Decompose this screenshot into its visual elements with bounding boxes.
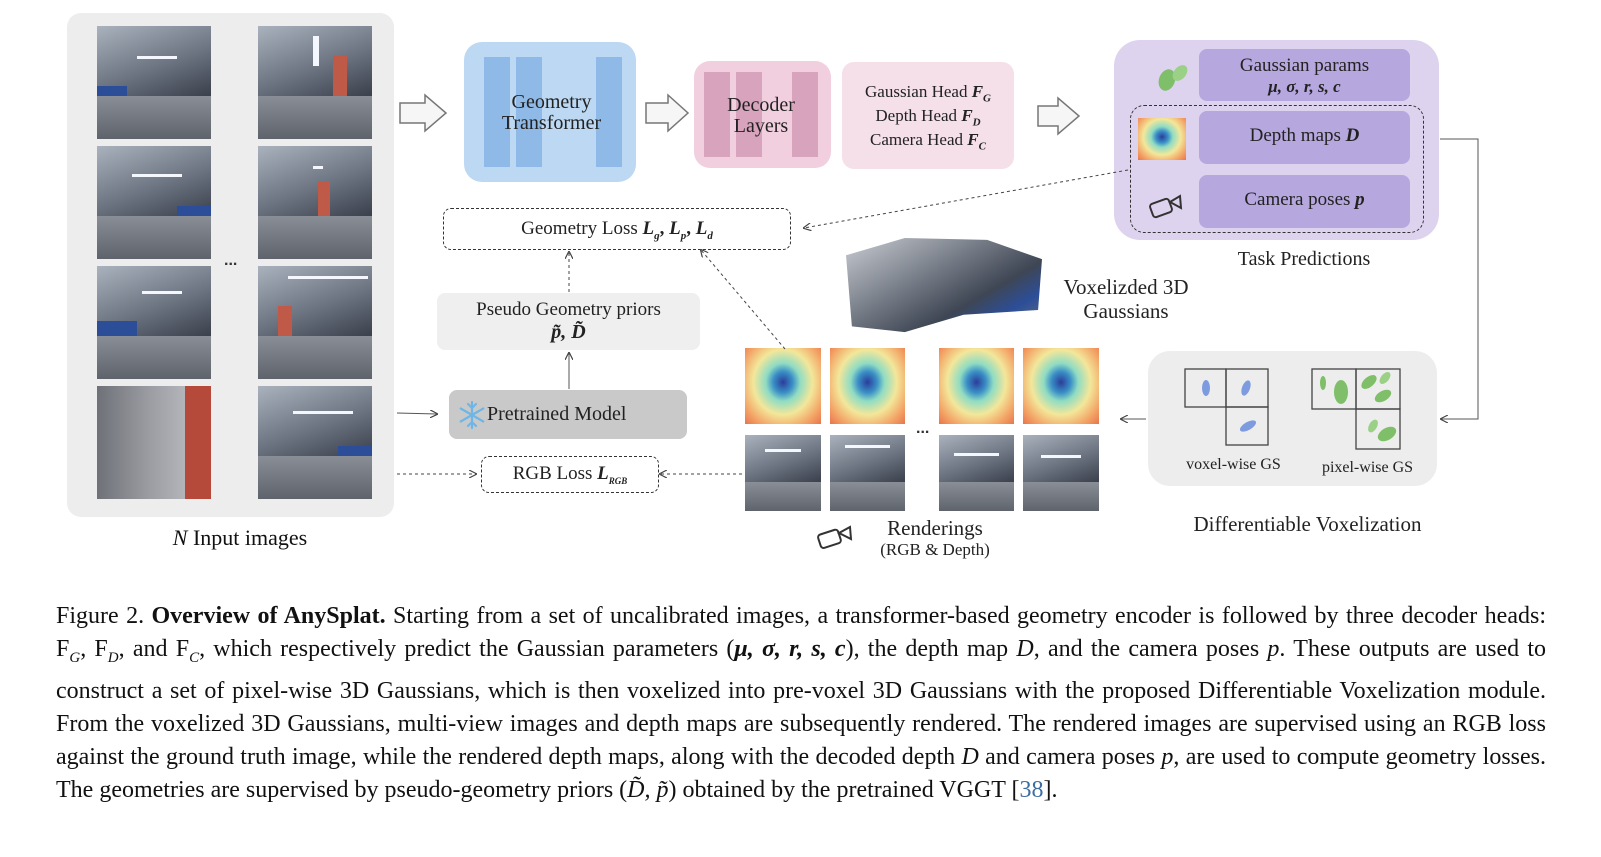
- task-dashed-group: [1130, 105, 1424, 233]
- gaussian-params-symbols: μ, σ, r, s, c: [1268, 77, 1341, 96]
- camera-icon: [1149, 194, 1183, 219]
- n-symbol: N: [172, 525, 188, 550]
- camera-poses-box: Camera poses p: [1199, 175, 1410, 228]
- rendered-depth: [939, 348, 1014, 424]
- input-image: [258, 266, 372, 379]
- input-image: [258, 26, 372, 139]
- differentiable-voxelization-label: Differentiable Voxelization: [1193, 512, 1422, 536]
- heads-box: Gaussian Head FG Depth Head FD Camera He…: [842, 62, 1014, 169]
- pseudo-geometry-priors-box: Pseudo Geometry priors p̃, D̃: [437, 293, 700, 350]
- rendered-depth: [1023, 348, 1099, 424]
- block-arrow: [399, 93, 448, 133]
- input-image: [97, 146, 211, 259]
- voxelized-gaussians-label: Voxelizded 3D Gaussians: [1063, 275, 1189, 323]
- geometry-transformer-label: Geometry Transformer: [501, 91, 602, 134]
- depth-head: Depth Head FD: [875, 106, 981, 129]
- figure-caption: Figure 2. Overview of AnySplat. Starting…: [56, 603, 1547, 803]
- rgb-loss-label: RGB Loss: [512, 463, 598, 484]
- citation-link[interactable]: 38: [1019, 776, 1044, 803]
- decoder-layers-label: Decoder Layers: [727, 94, 795, 137]
- ellipsis: ...: [224, 252, 238, 269]
- ellipsis: ...: [916, 420, 930, 437]
- camera-icon: [817, 525, 853, 549]
- input-image: [97, 26, 211, 139]
- task-predictions-label: Task Predictions: [1237, 248, 1371, 270]
- input-image: [258, 146, 372, 259]
- voxel-wise-label: voxel-wise GS: [1186, 456, 1281, 473]
- pixel-wise-grid: [1311, 368, 1401, 450]
- caption-title: Overview of AnySplat.: [151, 603, 386, 629]
- snowflake-icon: [459, 400, 485, 430]
- block-arrow: [645, 93, 690, 133]
- pseudo-geometry-priors-symbols: p̃, D̃: [551, 321, 586, 343]
- rendered-depth: [830, 348, 905, 424]
- pretrained-model-label: Pretrained Model: [487, 403, 627, 425]
- geometry-loss-box: Geometry Loss Lg, Lp, Ld: [443, 208, 791, 250]
- rendered-rgb: [939, 435, 1014, 511]
- geometry-transformer: Geometry Transformer: [464, 42, 636, 182]
- input-images-label: N Input images: [150, 525, 330, 551]
- pixel-wise-label: pixel-wise GS: [1321, 459, 1414, 476]
- renderings-label: Renderings: [887, 516, 983, 540]
- gaussian-params-label: Gaussian params: [1239, 55, 1370, 76]
- depth-maps-label: Depth maps: [1249, 125, 1346, 146]
- block-arrow: [1037, 96, 1081, 136]
- input-images-text: Input images: [187, 525, 308, 550]
- decoder-layers: Decoder Layers: [694, 61, 831, 168]
- geometry-loss-label: Geometry Loss: [521, 218, 643, 239]
- gaussian-params-box: Gaussian params μ, σ, r, s, c: [1199, 49, 1410, 101]
- caption-fig-number: Figure 2.: [56, 603, 152, 629]
- rgb-loss-box: RGB Loss LRGB: [481, 456, 659, 493]
- input-image: [97, 386, 211, 499]
- camera-poses-label: Camera poses: [1244, 189, 1356, 210]
- depth-maps-box: Depth maps D: [1199, 111, 1410, 164]
- input-image: [97, 266, 211, 379]
- rendered-rgb: [830, 435, 905, 511]
- voxel-wise-grid: [1184, 368, 1269, 446]
- pseudo-geometry-priors-label: Pseudo Geometry priors: [476, 299, 661, 320]
- connectors: [396, 93, 1479, 580]
- rendered-depth: [745, 348, 821, 424]
- gaussian-blob-icon: [1158, 65, 1188, 91]
- rendered-rgb: [1023, 435, 1099, 511]
- renderings-sublabel: (RGB & Depth): [880, 540, 990, 559]
- camera-head: Camera Head FC: [870, 130, 986, 153]
- pretrained-model-box: Pretrained Model: [449, 390, 687, 439]
- input-image: [258, 386, 372, 499]
- rendered-rgb: [745, 435, 821, 511]
- gaussian-head: Gaussian Head FG: [865, 82, 991, 105]
- depth-map-thumbnail-icon: [1138, 118, 1186, 160]
